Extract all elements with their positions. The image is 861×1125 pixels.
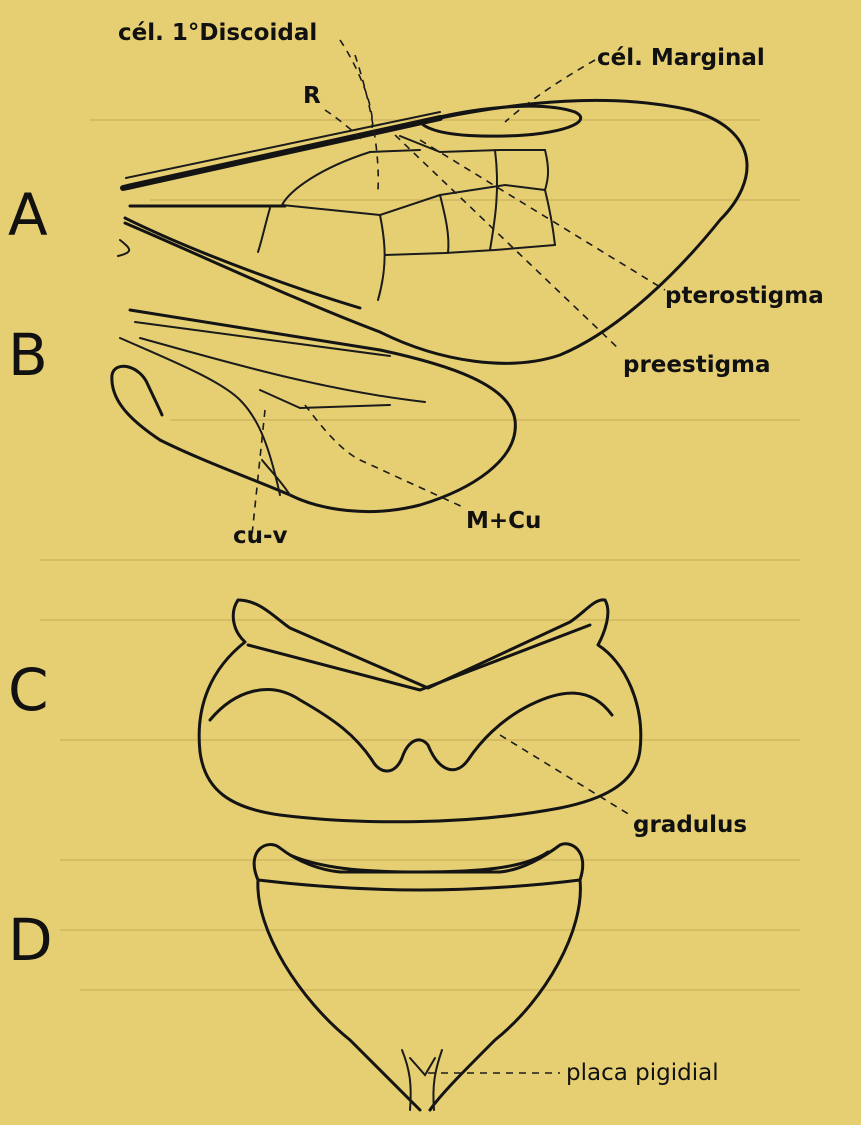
label-placa-pigidial: placa pigidial bbox=[566, 1060, 719, 1086]
panel-label-c: C bbox=[8, 656, 49, 724]
label-m-cu: M+Cu bbox=[466, 508, 541, 534]
forewing-costa-inner bbox=[126, 112, 440, 178]
sternite-anterior-margin bbox=[248, 625, 590, 690]
hindwing-vein-upper bbox=[140, 338, 425, 402]
pygidium-diagram bbox=[254, 844, 583, 1110]
label-preestigma: preestigma bbox=[623, 352, 771, 378]
label-gradulus: gradulus bbox=[633, 812, 747, 838]
label-cu-v: cu-v bbox=[233, 523, 288, 549]
hindwing-diagram bbox=[112, 310, 515, 512]
label-pterostigma: pterostigma bbox=[665, 283, 824, 309]
hindwing-vein-mid bbox=[260, 390, 390, 408]
panel-label-d: D bbox=[8, 906, 53, 974]
hindwing-jugal-lobe bbox=[112, 366, 162, 440]
forewing-lobe bbox=[118, 240, 129, 256]
leader-lines bbox=[252, 40, 665, 1073]
pterostigma-shape bbox=[420, 106, 581, 136]
pygidium-body bbox=[258, 880, 581, 1110]
paper-texture bbox=[40, 120, 800, 990]
pygidium-outline bbox=[254, 844, 583, 890]
hindwing-vein-lower bbox=[120, 338, 280, 495]
panel-label-a: A bbox=[8, 181, 48, 249]
hindwing-outline bbox=[160, 350, 515, 512]
gradulus-line bbox=[210, 690, 612, 771]
forewing-costa bbox=[123, 118, 440, 188]
forewing-veins bbox=[258, 136, 555, 300]
forewing-hind-margin bbox=[125, 218, 360, 308]
sternite-outline bbox=[199, 600, 641, 822]
label-r: R bbox=[303, 83, 321, 109]
panel-label-b: B bbox=[8, 321, 48, 389]
hindwing-costa-inner bbox=[135, 322, 390, 356]
label-cel-marginal: cél. Marginal bbox=[597, 45, 765, 71]
sternite-diagram bbox=[199, 600, 641, 822]
label-cel-discoidal: cél. 1°Discoidal bbox=[118, 20, 317, 46]
